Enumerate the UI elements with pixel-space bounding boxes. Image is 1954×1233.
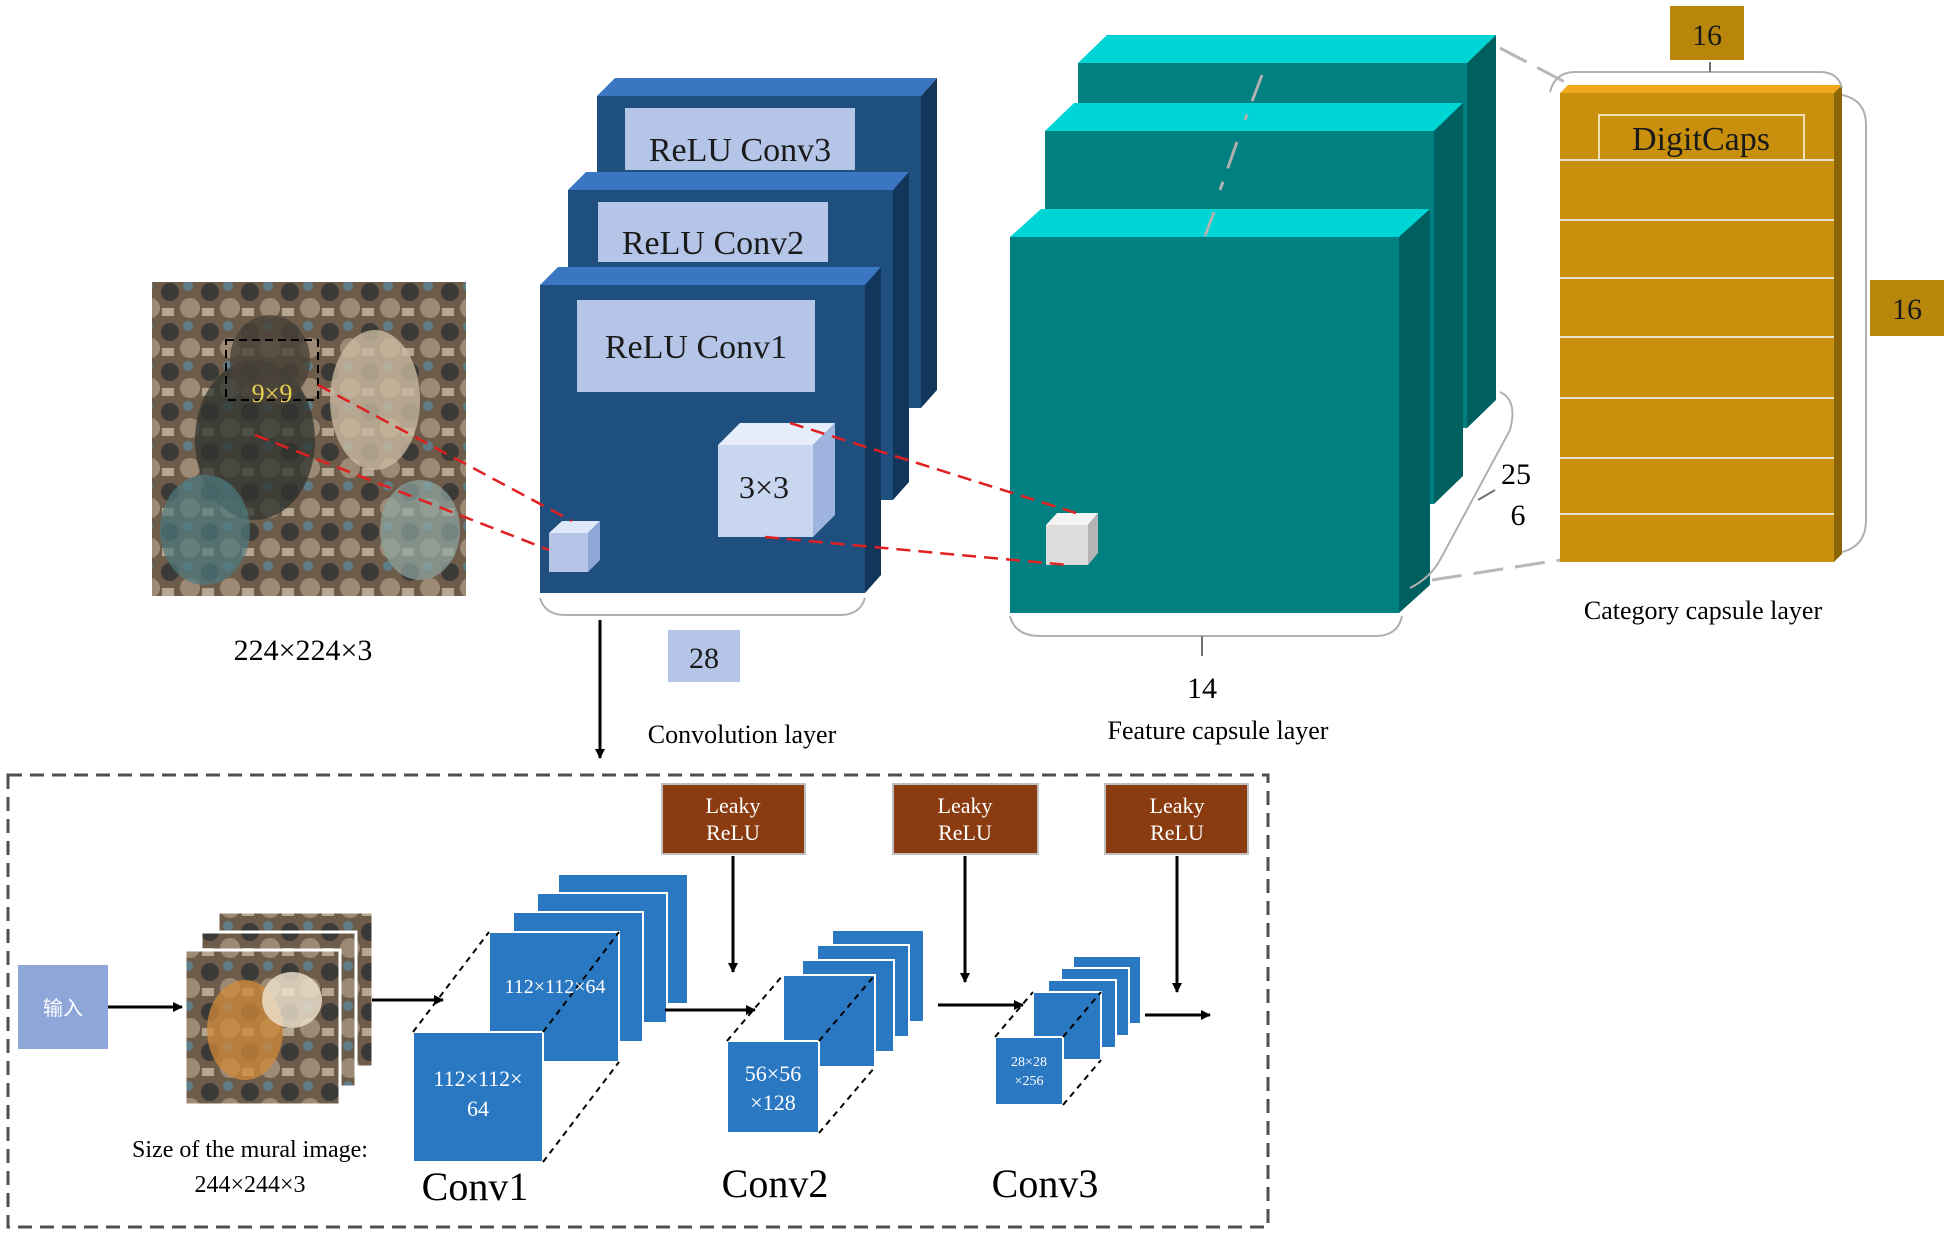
digitcaps-link-bottom [1431, 558, 1561, 582]
conv1-label: ReLU Conv1 [605, 329, 787, 366]
mural-caption-line1: Size of the mural image: [132, 1137, 368, 1163]
digitcaps-block [1560, 85, 1842, 562]
conv1-front-line2: 64 [467, 1096, 489, 1121]
digitcaps-side-dim-box [1870, 280, 1944, 336]
small-kernel-cube [549, 521, 600, 572]
conv2-line1: 56×56 [745, 1061, 801, 1086]
conv3-label-bg [625, 108, 855, 170]
conv-layer-caption: Convolution layer [648, 720, 837, 749]
leaky-relu-box-2 [892, 783, 1039, 855]
mural-caption-line2: 244×244×3 [194, 1172, 305, 1198]
digitcaps-top-bracket [1549, 71, 1843, 93]
input-box [18, 965, 108, 1049]
feature-width-label: 14 [1187, 672, 1217, 705]
conv3-label: ReLU Conv3 [649, 132, 831, 169]
digitcaps-side-bracket [1841, 94, 1867, 553]
conv3-line2: ×256 [1015, 1074, 1044, 1089]
leaky-relu-1-line1: Leaky [706, 793, 761, 818]
conv1-name: Conv1 [422, 1164, 529, 1209]
digitcaps-label: DigitCaps [1632, 121, 1770, 158]
projection-lines [254, 383, 1077, 567]
conv1-dashed-edges [412, 931, 620, 1163]
leaky-relu-3-line1: Leaky [1150, 793, 1205, 818]
kernel-3x3-cube [718, 423, 835, 537]
conv-width-label: 28 [689, 642, 719, 675]
digitcaps-link-top [1499, 46, 1581, 92]
conv1-back-label: 112×112×64 [504, 976, 605, 998]
feature-depth-tick [1477, 489, 1496, 501]
leaky-relu-2-line1: Leaky [938, 793, 993, 818]
feature-width-bracket [1009, 615, 1403, 637]
leaky-relu-2-line2: ReLU [938, 820, 992, 845]
conv1-label-bg [577, 300, 815, 392]
conv-width-bracket [539, 597, 866, 616]
kernel-9x9-box [225, 339, 319, 401]
kernel-3x3-label: 3×3 [739, 469, 789, 505]
feature-dim-25-label: 25 [1501, 458, 1531, 491]
conv2-dashed-edges [726, 974, 876, 1134]
conv2-label-bg [598, 202, 828, 262]
leaky-relu-1-line2: ReLU [706, 820, 760, 845]
digitcaps-side-dim-label: 16 [1892, 293, 1922, 326]
detail-panel [6, 773, 1270, 1229]
feature-small-cube [1046, 513, 1098, 565]
leaky-relu-box-3 [1104, 783, 1249, 855]
leaky-relu-box-1 [661, 783, 806, 855]
conv3-line1: 28×28 [1011, 1055, 1047, 1070]
conv3-stack [994, 955, 1142, 1106]
mural-image-stack [183, 910, 375, 1107]
digitcaps-top-dim-label: 16 [1692, 19, 1722, 52]
conv2-name: Conv2 [722, 1161, 829, 1206]
conv-width-box [668, 630, 740, 682]
digitcaps-top-dim-box [1670, 6, 1744, 60]
conv3-name: Conv3 [992, 1161, 1099, 1206]
input-size-label: 224×224×3 [234, 634, 373, 667]
conv3-dashed-edges [994, 991, 1102, 1106]
feature-depth-bracket [1409, 391, 1514, 589]
input-label: 输入 [43, 997, 83, 1020]
kernel-9x9-label: 9×9 [252, 379, 293, 408]
category-caption: Category capsule layer [1584, 596, 1823, 625]
conv1-stack [412, 873, 689, 1163]
feature-depth-dash [1203, 74, 1264, 237]
conv1-front-line1: 112×112× [433, 1066, 522, 1091]
feature-caption: Feature capsule layer [1108, 716, 1329, 745]
conv2-label: ReLU Conv2 [622, 225, 804, 262]
leaky-relu-3-line2: ReLU [1150, 820, 1204, 845]
feature-dim-6-label: 6 [1511, 499, 1526, 532]
conv2-line2: ×128 [750, 1090, 795, 1115]
